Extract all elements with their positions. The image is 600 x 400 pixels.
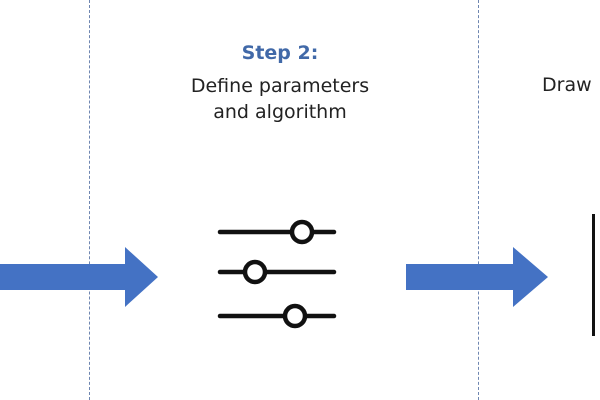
panel-divider-left <box>89 0 90 400</box>
step-2-description-line-1: Define parameters <box>190 75 370 97</box>
sliders-icon <box>217 219 337 329</box>
right-arrow-icon <box>406 247 548 307</box>
step-2-description-line-2: and algorithm <box>213 100 347 123</box>
step-2-label: Step 2: <box>241 42 319 64</box>
left-panel-text-fragment: . <box>0 78 2 103</box>
right-arrow-icon <box>0 247 158 307</box>
right-panel-edge <box>592 214 600 336</box>
panel-divider-right <box>478 0 479 400</box>
right-panel-text-fragment: Draw <box>542 74 592 96</box>
step-2-description: Define parameters and algorithm <box>130 74 430 125</box>
